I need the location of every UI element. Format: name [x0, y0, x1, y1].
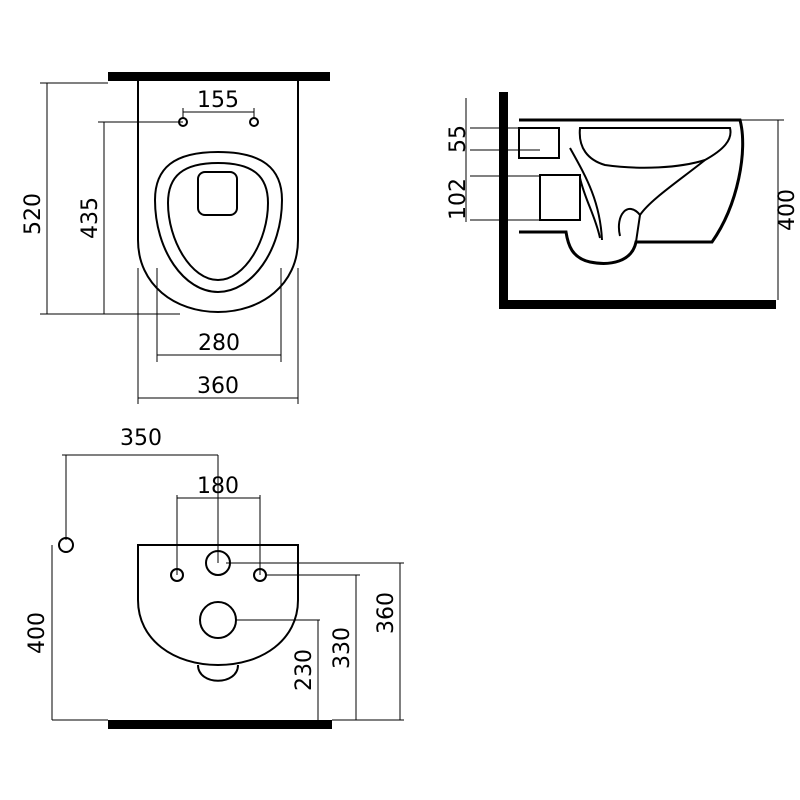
dim-label-360-width: 360 [197, 374, 239, 399]
dim-label-400-side: 400 [775, 189, 800, 231]
dim-label-155: 155 [197, 88, 239, 113]
dim-label-360-rear: 360 [374, 592, 399, 634]
dim-label-435: 435 [78, 197, 103, 239]
side-view-seat [578, 127, 732, 169]
dim-label-55: 55 [446, 125, 471, 153]
dim-label-350: 350 [120, 426, 162, 451]
side-view-wall [499, 92, 508, 309]
top-view-wall [108, 72, 330, 81]
side-view-trap [579, 177, 641, 239]
side-view-bowl-inner [569, 147, 706, 243]
dim-label-400-rear: 400 [25, 612, 50, 654]
top-view-seat-inner [166, 161, 270, 282]
rear-view-reference-mark [58, 537, 74, 553]
side-view: 55 102 400 [446, 92, 800, 309]
side-view-outlet [539, 174, 581, 221]
side-view-inlet [518, 127, 560, 159]
top-view-bowl-outline [137, 81, 299, 314]
side-view-bowl-outline [519, 118, 745, 265]
dim-label-180: 180 [197, 474, 239, 499]
dim-label-230: 230 [292, 649, 317, 691]
top-view-seat-outer [153, 150, 284, 294]
top-view-fixing-hole-right [249, 117, 259, 127]
top-view-seat-hinge [197, 171, 238, 216]
rear-view-waste-outlet [199, 601, 237, 639]
side-view-floor [499, 300, 776, 309]
dim-label-280: 280 [198, 331, 240, 356]
top-view: 155 520 435 280 360 [21, 72, 330, 404]
rear-view-bottom-trap [197, 664, 239, 682]
dim-label-330: 330 [330, 627, 355, 669]
dim-label-102: 102 [446, 178, 471, 220]
rear-view: 350 180 400 230 330 360 [25, 426, 404, 729]
dim-label-520: 520 [21, 193, 46, 235]
rear-view-floor [108, 720, 332, 729]
